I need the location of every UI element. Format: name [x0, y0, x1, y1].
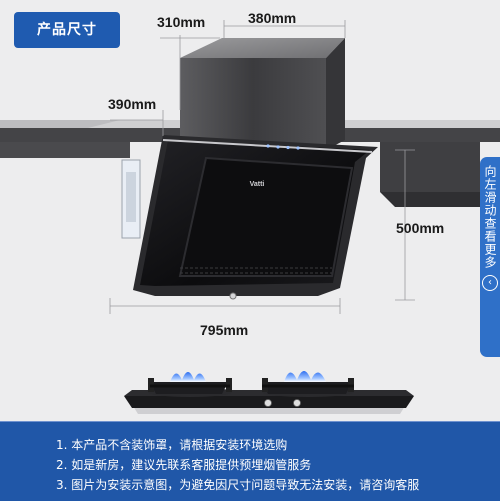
control-dot — [286, 145, 290, 150]
brand-logo: Vatti — [250, 181, 265, 188]
chimney-front — [180, 58, 326, 150]
left-burner — [148, 372, 232, 397]
note-line-3: 3. 图片为安装示意图，为避免因尺寸问题导致无法安装，请咨询客服 — [56, 478, 420, 492]
chimney-top — [180, 38, 345, 58]
scroll-hint-text: 向左滑动查看更多 — [483, 165, 497, 269]
wall-left — [0, 142, 130, 158]
dimension-hood-depth: 310mm — [157, 14, 206, 30]
right-burner — [262, 371, 354, 397]
glass-inner-panel — [178, 156, 354, 277]
scroll-hint-tab[interactable]: 向左滑动查看更多 ‹ — [480, 157, 500, 357]
cooktop-knob — [293, 399, 301, 407]
bottom-knob — [229, 292, 237, 300]
product-size-badge: 产品尺寸 — [14, 12, 120, 48]
wall-right — [380, 142, 480, 192]
note-line-1: 1. 本产品不含装饰罩，请根据安装环境选购 — [56, 438, 288, 452]
notes-panel: 1. 本产品不含装饰罩，请根据安装环境选购 2. 如是新房，建议先联系客服提供预… — [0, 421, 500, 501]
side-panel-inner — [126, 172, 136, 222]
note-line-2: 2. 如是新房，建议先联系客服提供预埋烟管服务 — [56, 458, 312, 472]
control-dot — [296, 146, 300, 150]
chevron-left-icon[interactable]: ‹ — [482, 275, 498, 291]
dimension-hood-width: 380mm — [248, 10, 297, 26]
dimension-height: 500mm — [396, 220, 445, 236]
control-dot — [276, 145, 280, 149]
control-dot — [266, 144, 270, 148]
dimension-panel-depth: 390mm — [108, 96, 157, 112]
wall-right-shadow — [380, 192, 480, 207]
chimney-side — [326, 38, 345, 150]
cooktop-knob — [264, 399, 272, 407]
dimension-width: 795mm — [200, 322, 249, 338]
